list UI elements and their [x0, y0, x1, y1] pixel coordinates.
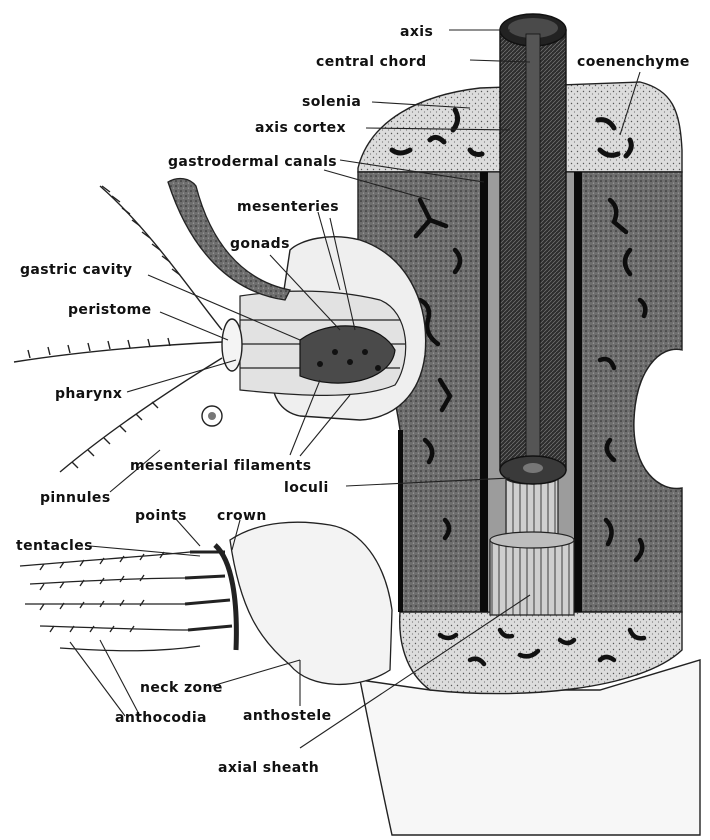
axis-rod: [500, 14, 566, 484]
label-coenenchyme: coenenchyme: [577, 54, 690, 70]
label-anthostele: anthostele: [243, 708, 332, 724]
label-peristome: peristome: [68, 302, 152, 318]
axial-sheath-outer-left: [398, 430, 403, 612]
label-central-chord: central chord: [316, 54, 427, 70]
label-anthocodia: anthocodia: [115, 710, 207, 726]
label-points: points: [135, 508, 187, 524]
label-tentacles: tentacles: [16, 538, 93, 554]
label-gonads: gonads: [230, 236, 290, 252]
label-mesenterial-filaments: mesenterial filaments: [130, 458, 312, 474]
label-neck-zone: neck zone: [140, 680, 223, 696]
label-mesenteries: mesenteries: [237, 199, 339, 215]
label-pharynx: pharynx: [55, 386, 122, 402]
label-axial-sheath: axial sheath: [218, 760, 319, 776]
label-pinnules: pinnules: [40, 490, 111, 506]
tentacles-lower: [20, 552, 200, 651]
label-axis: axis: [400, 24, 433, 40]
label-crown: crown: [217, 508, 267, 524]
axial-sheath-left-wall: [480, 172, 488, 612]
central-chord: [526, 34, 540, 470]
label-gastrodermal-canals: gastrodermal canals: [168, 154, 337, 170]
label-gastric-cavity: gastric cavity: [20, 262, 132, 278]
label-solenia: solenia: [302, 94, 361, 110]
polyp-lower: [185, 522, 392, 684]
label-axis-cortex: axis cortex: [255, 120, 346, 136]
label-loculi: loculi: [284, 480, 329, 496]
axial-sheath-right-wall: [574, 172, 582, 612]
